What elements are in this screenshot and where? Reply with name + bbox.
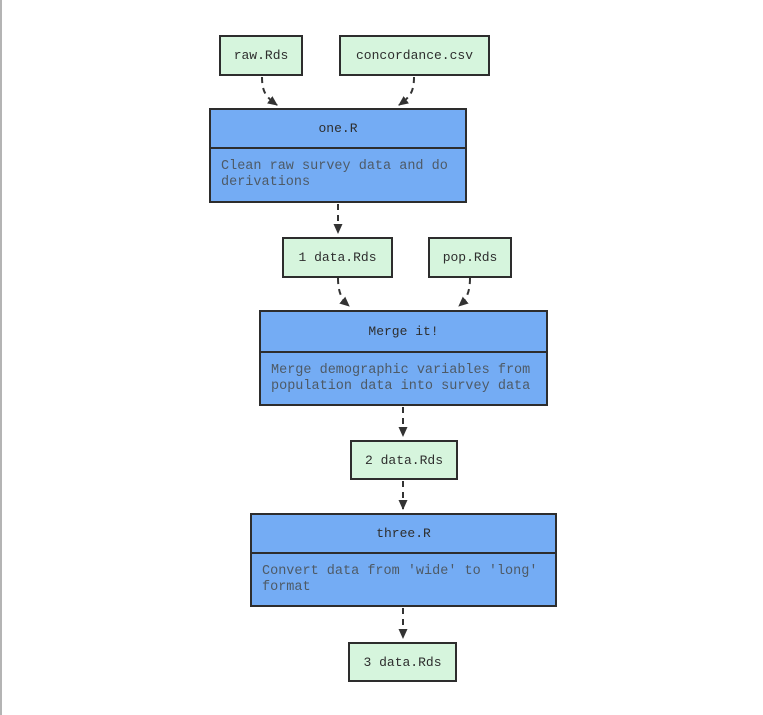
edge-concordance-to-one — [398, 76, 415, 106]
node-three-r-description: Convert data from 'wide' to 'long' forma… — [262, 563, 538, 595]
node-merge-it: Merge it! Merge demographic variables fr… — [259, 310, 548, 406]
edge-raw-to-one — [261, 76, 278, 106]
node-raw-rds-label: raw.Rds — [233, 48, 289, 63]
node-three-r: three.R Convert data from 'wide' to 'lon… — [250, 513, 557, 607]
node-concordance-csv-label: concordance.csv — [355, 48, 474, 63]
node-concordance-csv: concordance.csv — [339, 35, 490, 76]
node-merge-it-title: Merge it! — [261, 312, 546, 353]
node-three-r-title: three.R — [252, 515, 555, 554]
node-2-data-rds: 2 data.Rds — [350, 440, 458, 480]
node-1-data-rds: 1 data.Rds — [282, 237, 393, 278]
node-3-data-rds: 3 data.Rds — [348, 642, 457, 682]
node-pop-rds: pop.Rds — [428, 237, 512, 278]
node-3-data-rds-label: 3 data.Rds — [363, 654, 442, 670]
node-one-r: one.R Clean raw survey data and do deriv… — [209, 108, 467, 203]
node-one-r-title: one.R — [211, 110, 465, 149]
edge-pop-to-merge — [458, 277, 471, 307]
node-merge-it-description: Merge demographic variables from populat… — [271, 362, 531, 394]
node-one-r-description: Clean raw survey data and do derivations — [221, 159, 448, 190]
edge-data1-to-merge — [337, 277, 350, 307]
left-edge-line — [0, 0, 2, 715]
node-2-data-rds-label: 2 data.Rds — [364, 452, 443, 468]
node-raw-rds: raw.Rds — [219, 35, 303, 76]
node-pop-rds-label: pop.Rds — [442, 250, 498, 265]
node-1-data-rds-label: 1 data.Rds — [298, 250, 377, 265]
